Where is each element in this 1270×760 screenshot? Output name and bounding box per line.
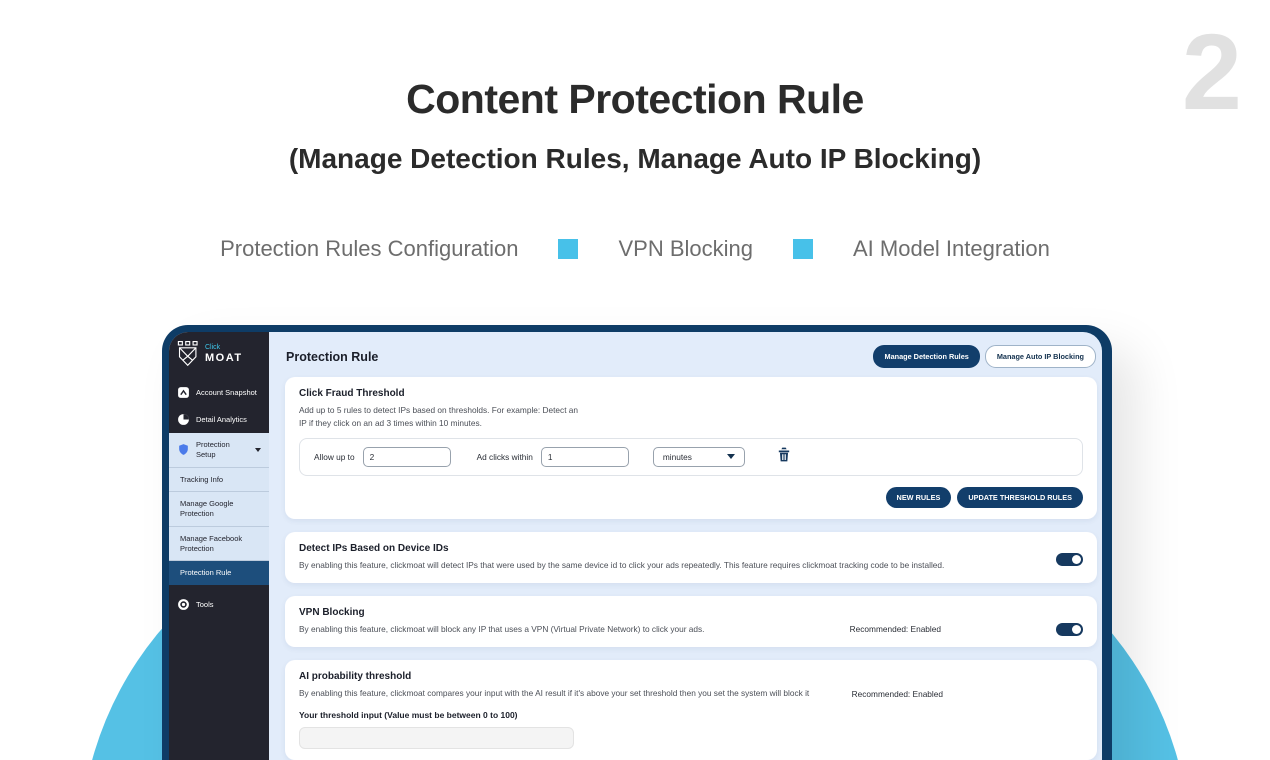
page-title: Protection Rule <box>286 349 379 364</box>
logo: Click MOAT <box>169 332 269 379</box>
logo-click-label: Click <box>205 343 221 351</box>
allow-up-to-input[interactable] <box>362 446 451 467</box>
sidebar: Click MOAT Account Snapshot Detail Analy… <box>169 332 269 760</box>
sidebar-item-label: Tools <box>196 599 214 609</box>
feature-protection-rules: Protection Rules Configuration <box>220 236 519 261</box>
logo-moat-label: MOAT <box>205 352 243 365</box>
vpn-right-controls: Recommended: Enabled <box>849 622 1083 636</box>
chevron-down-icon <box>726 454 735 460</box>
sidebar-item-protection-setup[interactable]: Protection Setup <box>169 433 269 468</box>
card-description: Add up to 5 rules to detect IPs based on… <box>299 405 579 428</box>
vpn-blocking-row: By enabling this feature, clickmoat will… <box>299 622 1083 636</box>
slide-page-number: 2 <box>1181 11 1242 132</box>
allow-up-to-label: Allow up to <box>314 451 355 462</box>
slide-subtitle: (Manage Detection Rules, Manage Auto IP … <box>288 143 982 174</box>
feature-ai-model: AI Model Integration <box>853 236 1050 261</box>
sidebar-item-label: Manage Google Protection <box>180 499 234 518</box>
header-buttons: Manage Detection Rules Manage Auto IP Bl… <box>873 345 1096 368</box>
clickmoat-logo-icon <box>176 341 200 367</box>
chevron-down-icon <box>255 447 261 452</box>
time-unit-select[interactable]: minutes <box>652 446 745 467</box>
sidebar-item-label: Account Snapshot <box>196 387 257 397</box>
card-title: VPN Blocking <box>299 606 365 618</box>
sidebar-item-detail-analytics[interactable]: Detail Analytics <box>169 406 269 433</box>
card-title: Detect IPs Based on Device IDs <box>299 542 449 554</box>
time-unit-value: minutes <box>662 451 692 462</box>
click-fraud-threshold-card: Click Fraud Threshold Add up to 5 rules … <box>285 377 1097 519</box>
feature-vpn-blocking: VPN Blocking <box>618 236 753 261</box>
ad-clicks-within-input[interactable] <box>540 446 629 467</box>
logo-text: Click MOAT <box>205 344 243 364</box>
update-threshold-rules-button[interactable]: UPDATE THRESHOLD RULES <box>957 486 1083 508</box>
feature-list: Protection Rules Configuration VPN Block… <box>0 236 1270 262</box>
vpn-blocking-toggle[interactable] <box>1056 622 1083 636</box>
protection-setup-icon <box>177 443 190 456</box>
snapshot-icon <box>177 386 190 399</box>
sidebar-item-label: Tracking Info <box>180 474 224 484</box>
recommended-badge: Recommended: Enabled <box>849 624 941 635</box>
device-ids-card: Detect IPs Based on Device IDs By enabli… <box>285 531 1097 583</box>
sidebar-item-label: Manage Facebook Protection <box>180 533 243 553</box>
page-header: Protection Rule Manage Detection Rules M… <box>269 332 1102 377</box>
sidebar-item-manage-facebook[interactable]: Manage Facebook Protection <box>169 526 269 562</box>
sidebar-item-account-snapshot[interactable]: Account Snapshot <box>169 379 269 406</box>
sidebar-item-tracking-info[interactable]: Tracking Info <box>169 467 269 493</box>
square-bullet-icon <box>558 239 579 259</box>
card-title: AI probability threshold <box>299 670 412 682</box>
tools-icon <box>177 598 190 611</box>
sidebar-item-protection-rule[interactable]: Protection Rule <box>169 561 269 585</box>
sidebar-item-tools[interactable]: Tools <box>169 591 269 618</box>
threshold-input-label: Your threshold input (Value must be betw… <box>299 710 518 721</box>
threshold-rule-row: Allow up to Ad clicks within minutes <box>299 437 1083 476</box>
sidebar-item-label: Protection Rule <box>180 568 232 578</box>
device-ids-text: Detect IPs Based on Device IDs By enabli… <box>299 543 1044 572</box>
square-bullet-icon <box>793 239 813 259</box>
app-screenshot-frame: Click MOAT Account Snapshot Detail Analy… <box>162 325 1112 760</box>
ai-probability-card: AI probability threshold By enabling thi… <box>285 659 1097 760</box>
card-description: By enabling this feature, clickmoat will… <box>299 623 705 634</box>
app-screen: Click MOAT Account Snapshot Detail Analy… <box>169 332 1102 760</box>
analytics-pie-icon <box>177 413 190 426</box>
main-content: Protection Rule Manage Detection Rules M… <box>269 332 1102 760</box>
delete-rule-icon[interactable] <box>777 447 791 467</box>
ad-clicks-within-label: Ad clicks within <box>476 451 533 462</box>
manage-detection-rules-button[interactable]: Manage Detection Rules <box>873 345 980 368</box>
threshold-value-input[interactable] <box>299 727 574 750</box>
manage-auto-ip-blocking-button[interactable]: Manage Auto IP Blocking <box>984 345 1096 368</box>
sidebar-item-label: Protection Setup <box>196 440 230 459</box>
card-description: By enabling this feature, clickmoat will… <box>299 559 945 570</box>
sidebar-item-manage-google[interactable]: Manage Google Protection <box>169 492 269 527</box>
device-ids-toggle[interactable] <box>1056 552 1083 566</box>
sidebar-item-label: Detail Analytics <box>196 414 247 424</box>
cards-container: Click Fraud Threshold Add up to 5 rules … <box>269 377 1102 760</box>
slide-title: Content Protection Rule <box>406 76 864 122</box>
toggle-knob <box>1072 624 1081 634</box>
ai-description-row: By enabling this feature, clickmoat comp… <box>299 687 1083 700</box>
threshold-card-actions: NEW RULES UPDATE THRESHOLD RULES <box>299 486 1083 508</box>
recommended-badge: Recommended: Enabled <box>851 688 943 699</box>
toggle-knob <box>1072 554 1081 564</box>
vpn-blocking-card: VPN Blocking By enabling this feature, c… <box>285 595 1097 647</box>
card-description: By enabling this feature, clickmoat comp… <box>299 687 810 698</box>
new-rules-button[interactable]: NEW RULES <box>885 486 952 508</box>
card-title: Click Fraud Threshold <box>299 388 405 399</box>
